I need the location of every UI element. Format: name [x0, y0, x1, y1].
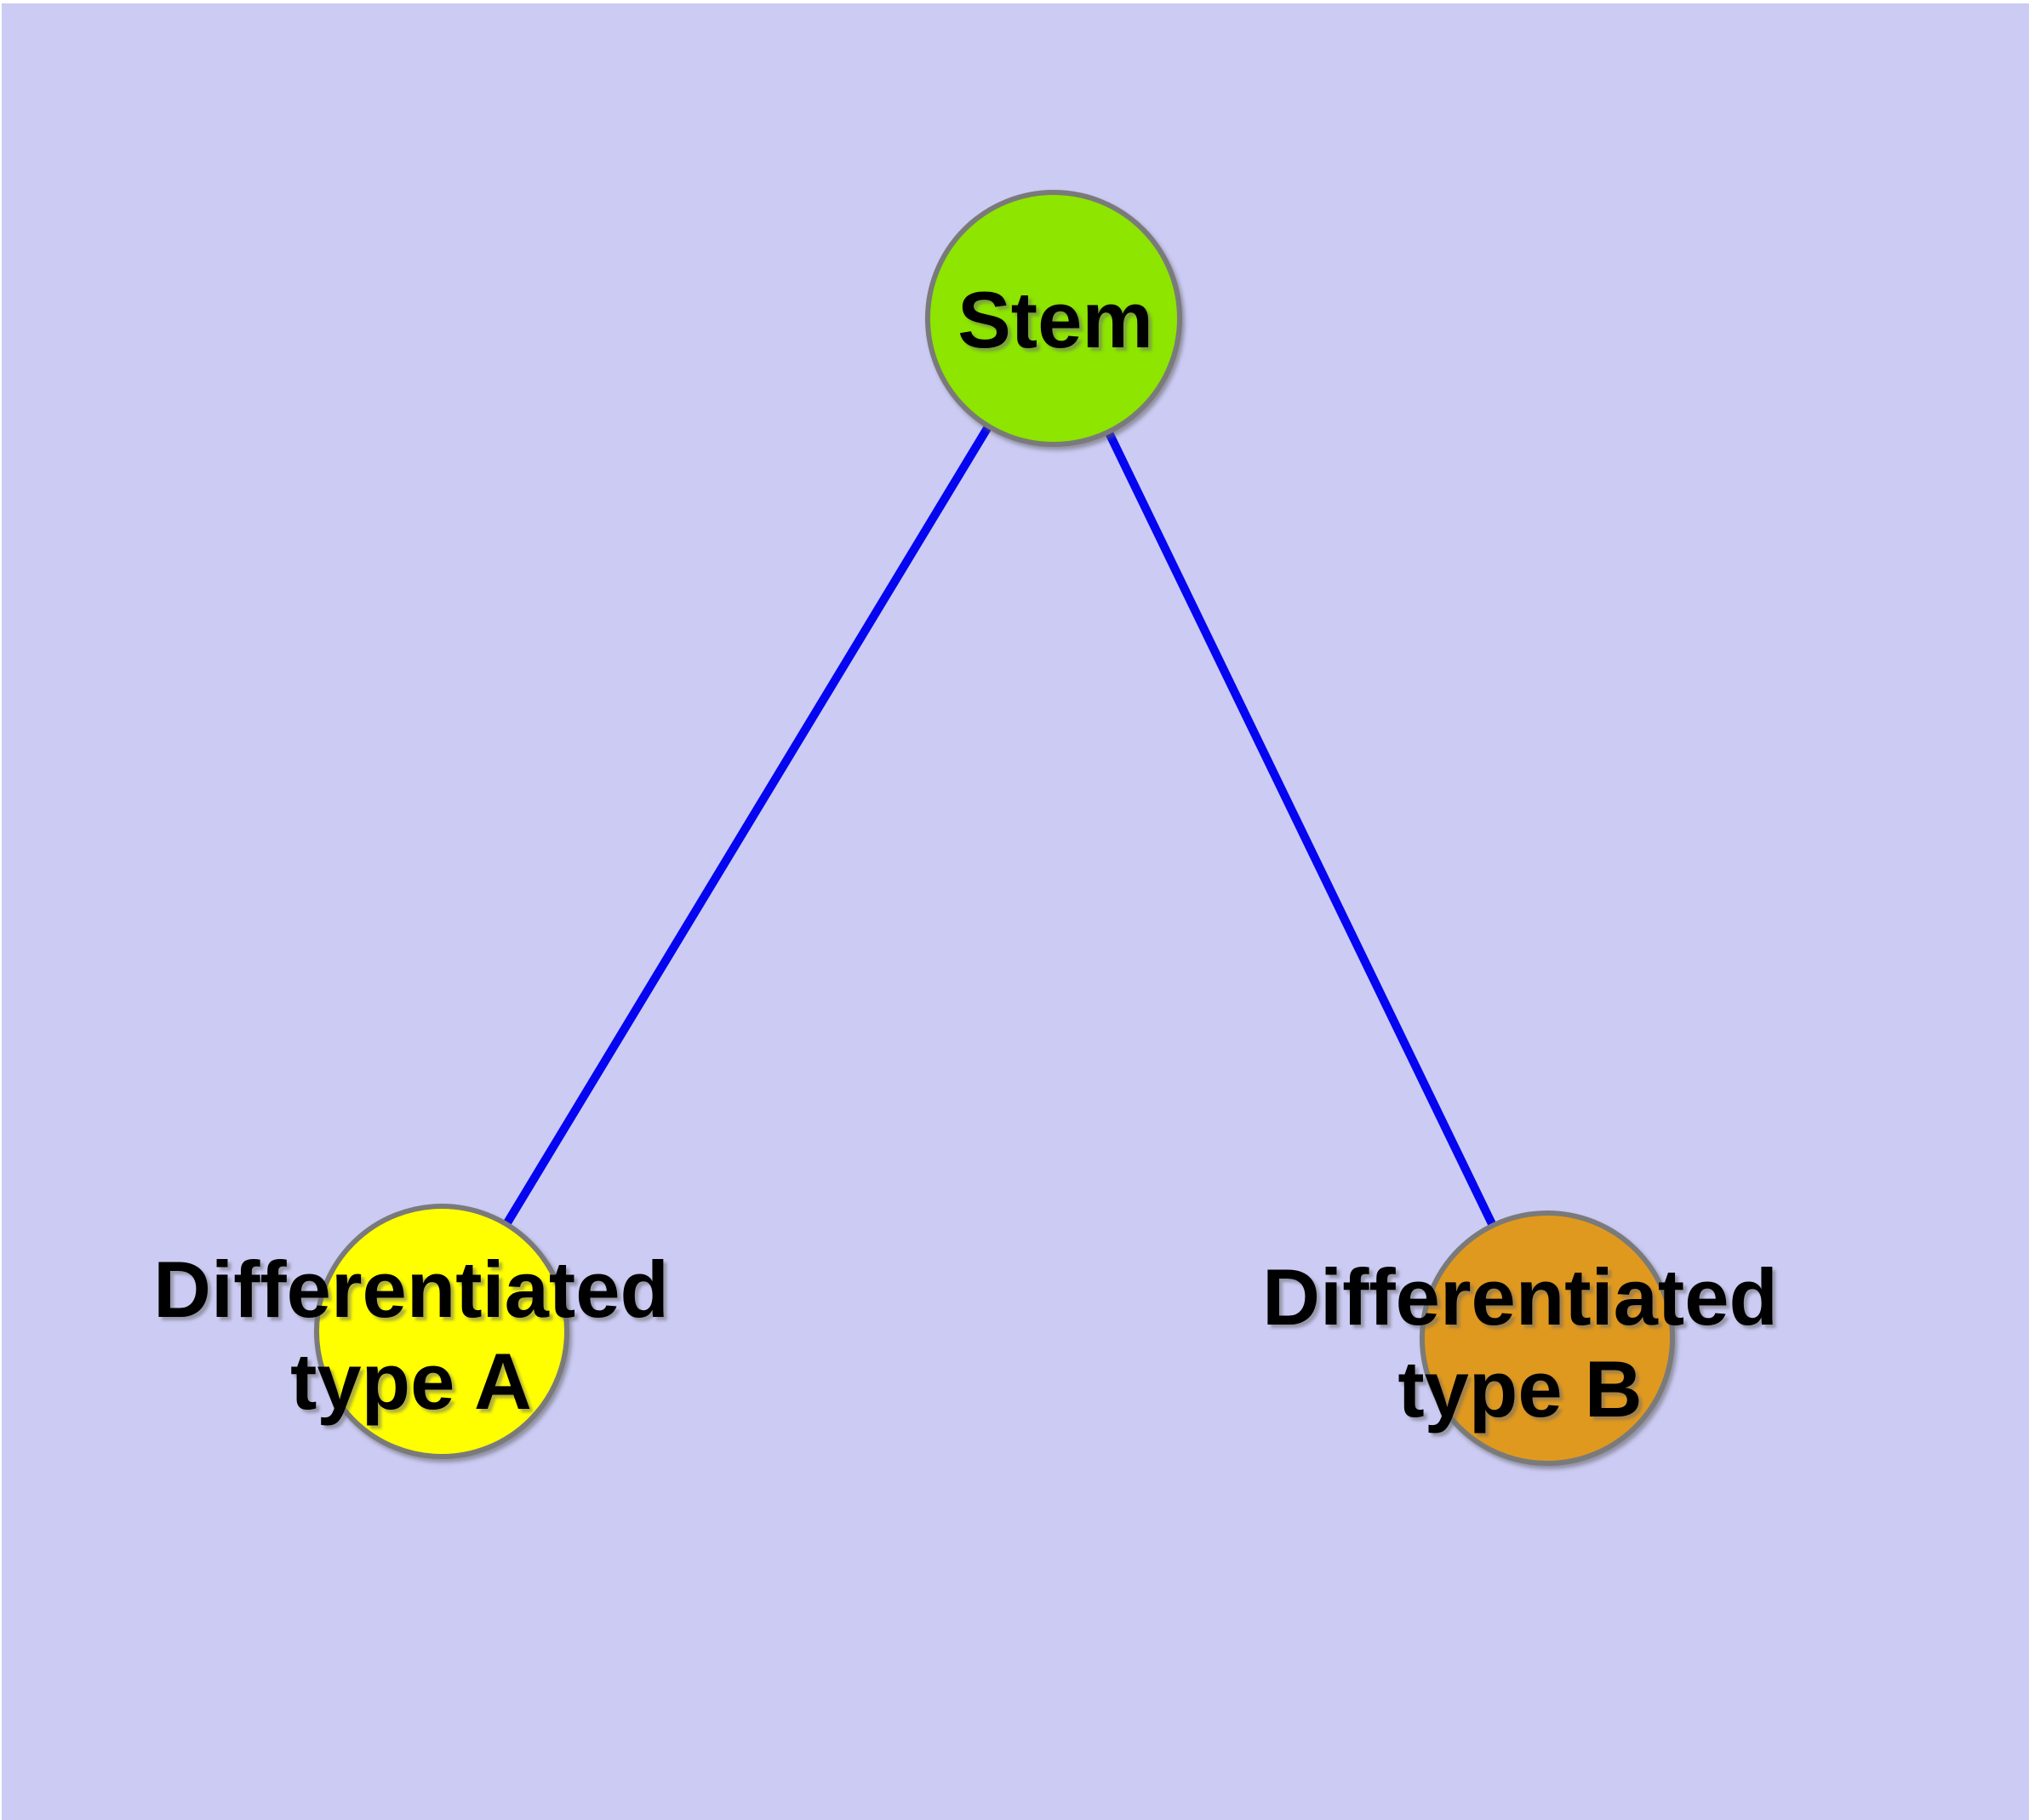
stem-node-circle [925, 190, 1182, 447]
type-b-label-line2: type B [1397, 1344, 1643, 1434]
type-a-label-line1: Differentiated [153, 1245, 669, 1334]
type-b-label-line1: Differentiated [1262, 1252, 1778, 1342]
edge-stem-to-type-a [437, 316, 1058, 1334]
differentiated-type-b-node-label: Differentiated type B [1262, 1251, 1778, 1435]
edge-stem-to-type-b [1049, 316, 1552, 1341]
stem-node-label: Stem [957, 275, 1153, 364]
type-a-label-line2: type A [290, 1336, 532, 1426]
differentiated-type-a-node-circle [314, 1204, 569, 1459]
differentiated-type-a-node-label: Differentiated type A [153, 1244, 669, 1428]
differentiated-type-b-node-circle [1420, 1210, 1675, 1466]
